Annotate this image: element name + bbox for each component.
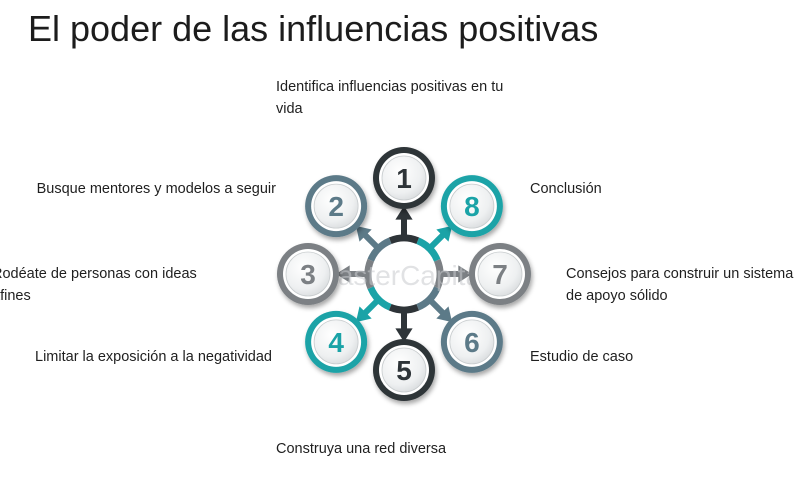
arrow-shaft-2 (362, 232, 381, 251)
arrow-head-5 (395, 328, 413, 342)
arrow-head-1 (395, 206, 413, 220)
step-label-8: Conclusión (530, 181, 602, 197)
step-number-6: 6 (464, 327, 480, 358)
step-node-3: 3 (277, 243, 339, 305)
node-disc-4 (313, 319, 359, 365)
node-disc-5 (381, 347, 427, 393)
node-disc-3 (285, 251, 331, 297)
ring-segment-5 (388, 303, 420, 314)
step-label-3: Rodéate de personas con ideas afines (0, 266, 197, 304)
node-disc-2 (313, 183, 359, 229)
arrow-head-2 (355, 225, 372, 242)
step-label-1: Identifica influencias positivas en tu v… (276, 79, 504, 117)
arrow-shaft-6 (427, 297, 446, 316)
step-number-2: 2 (328, 191, 344, 222)
step-label-2: Busque mentores y modelos a seguir (36, 181, 276, 197)
step-label-7: Consejos para construir un sistema de ap… (566, 266, 794, 304)
step-number-1: 1 (396, 163, 412, 194)
step-node-8: 8 (440, 175, 503, 238)
step-node-4: 4 (305, 310, 368, 373)
step-number-3: 3 (300, 259, 316, 290)
ring-segment-1 (388, 234, 420, 245)
step-node-2: 2 (305, 175, 368, 238)
arrow-head-6 (436, 306, 453, 323)
step-label-5: Construya una red diversa (276, 441, 447, 457)
step-number-7: 7 (492, 259, 508, 290)
node-disc-8 (449, 183, 495, 229)
arrow-head-3 (336, 265, 350, 283)
step-node-1: 1 (373, 147, 435, 209)
step-label-6: Estudio de caso (530, 349, 634, 365)
arrow-shaft-8 (427, 232, 446, 251)
node-disc-1 (381, 155, 427, 201)
page-title: El poder de las influencias positivas (28, 8, 599, 49)
arrow-head-7 (458, 265, 472, 283)
arrow-head-8 (436, 225, 453, 242)
step-node-7: 7 (469, 243, 531, 305)
arrow-head-4 (355, 306, 372, 323)
step-nodes: 1 2 3 4 5 6 7 8 (277, 147, 531, 401)
step-number-8: 8 (464, 191, 480, 222)
arrow-ring (336, 206, 472, 342)
arrow-shaft-4 (362, 297, 381, 316)
node-disc-6 (449, 319, 495, 365)
step-label-4: Limitar la exposición a la negatividad (35, 349, 272, 365)
step-number-5: 5 (396, 355, 412, 386)
node-disc-7 (477, 251, 523, 297)
step-node-6: 6 (440, 310, 503, 373)
step-number-4: 4 (328, 327, 344, 358)
watermark-text: FasterCapital (321, 260, 488, 291)
step-node-5: 5 (373, 339, 435, 401)
